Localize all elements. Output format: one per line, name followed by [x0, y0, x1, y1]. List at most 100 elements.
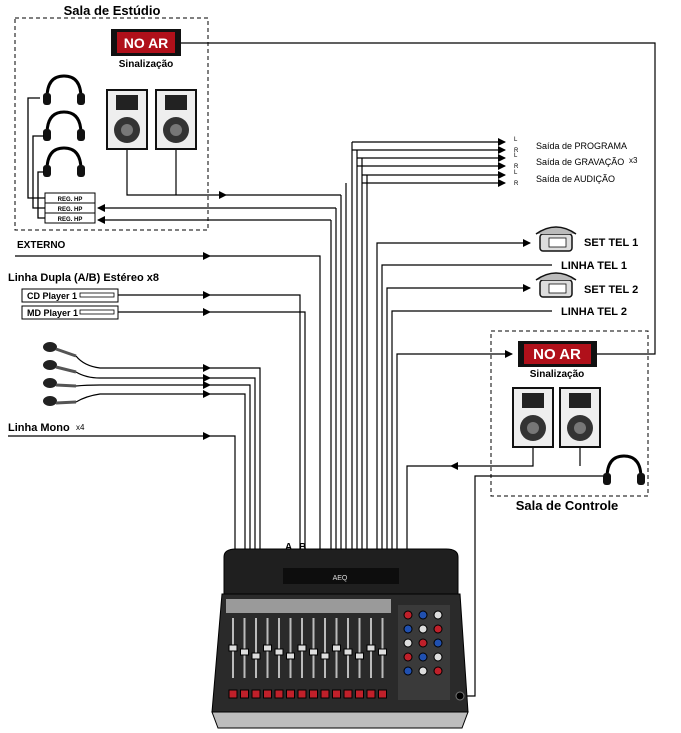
control-knob [403, 652, 413, 662]
fader-knob [320, 652, 330, 660]
linha-mono-count: x4 [76, 423, 85, 432]
speaker-icon [155, 89, 197, 150]
studio-monitor-feed [97, 150, 342, 551]
telephone-icon [535, 226, 577, 252]
linha-dupla-label: Linha Dupla (A/B) Estéreo x8 [8, 272, 159, 284]
speaker-icon [512, 387, 554, 448]
control-room: NO AR Sinalização Sala de Controle [490, 330, 649, 513]
channel-button [297, 689, 307, 699]
headphones-icon [43, 74, 85, 105]
fader-slot [358, 618, 361, 678]
control-knob [418, 610, 428, 620]
channel-button [355, 689, 364, 699]
headphone-amp-label: REG. HP [58, 207, 83, 213]
console-master-section [398, 605, 450, 700]
lr-l-label: L [514, 137, 518, 143]
phone-lines: SET TEL 1 LINHA TEL 1 SET TEL 2 LINHA TE… [376, 226, 638, 551]
fader-knob [228, 644, 238, 652]
headphone-amp-label: REG. HP [58, 197, 83, 203]
fader-slot [347, 618, 349, 678]
console-meter-bridge [283, 568, 399, 584]
fader-knob [263, 644, 272, 652]
studio-signal-label: Sinalização [119, 59, 173, 70]
control-knob [433, 638, 443, 648]
control-knob [403, 638, 413, 648]
lr-r-label: R [514, 181, 519, 187]
mixing-console: AEQ [211, 548, 469, 729]
channel-button [274, 689, 284, 699]
control-knob [433, 652, 443, 662]
fader-knob [240, 648, 249, 656]
fader-slot [289, 618, 292, 678]
headphones-icon [43, 146, 85, 177]
studio-onair-text: NO AR [124, 35, 169, 51]
output-lines: L R L R L R Saída de PROGRAMA Saída de G… [352, 137, 638, 187]
onair-signal-cables [181, 42, 656, 551]
channel-button [343, 689, 353, 699]
control-knob [403, 610, 413, 620]
channel-button [286, 689, 295, 699]
fader-slot [243, 618, 246, 678]
control-knob [418, 666, 428, 676]
input-b-label: B [299, 542, 306, 553]
set-tel-1-label: SET TEL 1 [584, 237, 638, 249]
channel-button [332, 689, 341, 699]
fader-slot [255, 618, 257, 678]
fader-knob [286, 652, 295, 660]
control-title: Sala de Controle [516, 498, 619, 513]
control-knob [418, 638, 428, 648]
control-knob [418, 624, 428, 634]
microphone-icon [43, 342, 77, 358]
headphone-amp-2: REG. HP [44, 202, 96, 214]
fader-knob [297, 644, 307, 652]
microphone-icon [43, 360, 77, 374]
input-a-label: A [285, 542, 292, 553]
fader-knob [378, 648, 387, 656]
channel-button [240, 689, 249, 699]
md-player-label: MD Player 1 [27, 308, 78, 318]
lr-l-label: L [514, 153, 518, 159]
headphone-amp-1: REG. HP [44, 192, 96, 204]
fader-knob [355, 652, 364, 660]
lr-l-label: L [514, 170, 518, 176]
linha-mono: Linha Mono x4 [8, 422, 236, 551]
fader-slot [381, 618, 384, 678]
console-knobs [403, 610, 443, 676]
microphone-icon [43, 396, 77, 406]
control-monitor-feed [406, 448, 603, 697]
control-onair-light [524, 344, 591, 364]
channel-button [228, 689, 238, 699]
telephone-icon [535, 272, 577, 298]
fader-knob [251, 652, 261, 660]
headphone-amp-label: REG. HP [58, 217, 83, 223]
output-programa-label: Saída de PROGRAMA [536, 141, 627, 151]
channel-button [366, 689, 376, 699]
console-brand: AEQ [333, 575, 348, 582]
console-channel-strip-top [226, 599, 391, 613]
cd-slot-icon [79, 292, 115, 298]
control-knob [433, 610, 443, 620]
control-knob [433, 666, 443, 676]
channel-button [263, 689, 272, 699]
output-gravacao-label: Saída de GRAVAÇÃO [536, 157, 624, 167]
externo-label: EXTERNO [17, 240, 66, 251]
headphones-icon [43, 110, 85, 141]
channel-button [309, 689, 318, 699]
lr-r-label: R [514, 164, 519, 170]
control-knob [433, 624, 443, 634]
control-signal-label: Sinalização [530, 369, 584, 380]
fader-slot [312, 618, 315, 678]
cd-player-label: CD Player 1 [27, 291, 77, 301]
headphone-jack-icon [455, 691, 465, 701]
studio-onair-light [117, 32, 175, 53]
linha-tel-2-label: LINHA TEL 2 [561, 306, 627, 318]
fader-knob [366, 644, 376, 652]
studio-onair-sign: NO AR Sinalização [111, 29, 181, 70]
fader-knob [343, 648, 353, 656]
console-trunk-lines [345, 142, 368, 551]
fader-knob [309, 648, 318, 656]
channel-button [320, 689, 330, 699]
linha-mono-label: Linha Mono [8, 422, 70, 434]
speaker-icon [106, 89, 148, 150]
